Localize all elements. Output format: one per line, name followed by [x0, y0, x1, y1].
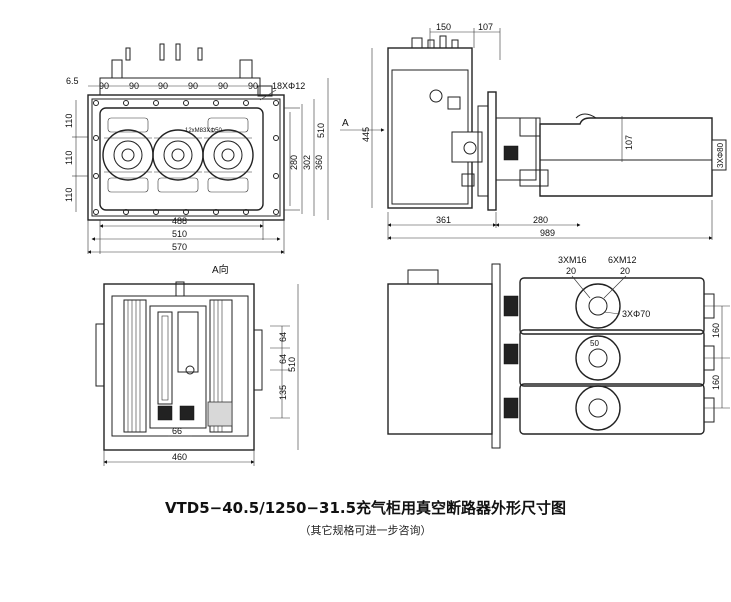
dim-6-5: 6.5 — [66, 76, 79, 86]
pole-1 — [102, 117, 154, 193]
flange-bolts — [93, 100, 279, 215]
dim-150: 150 — [436, 22, 451, 32]
dim-90-a: 90 — [99, 81, 109, 91]
dim-90-d: 90 — [188, 81, 198, 91]
callout-m12: 6XM12 — [608, 255, 637, 265]
dim-phi80: 3XΦ80 — [716, 142, 725, 168]
dim-510-right: 510 — [316, 123, 326, 138]
dim-107-right: 107 — [624, 135, 634, 150]
callout-depth-20-a: 20 — [566, 266, 576, 276]
dim-280: 280 — [289, 155, 299, 170]
nameplate-m8: 12xM8 — [185, 128, 204, 134]
front-view: A向 64 64 135 510 66 460 — [95, 263, 299, 466]
dim-280-side: 280 — [533, 215, 548, 225]
dim-989: 989 — [540, 228, 555, 238]
dim-160-b: 160 — [711, 375, 721, 390]
dim-510-bottom: 510 — [172, 229, 187, 239]
dim-left-110-a: 110 — [64, 114, 74, 128]
dim-90-e: 90 — [218, 81, 228, 91]
dim-66: 66 — [172, 426, 182, 436]
dim-510-front: 510 — [287, 357, 297, 372]
pole-3 — [202, 117, 254, 193]
dim-107-top: 107 — [478, 22, 493, 32]
dim-left-110-c: 110 — [64, 188, 74, 202]
dim-90-b: 90 — [129, 81, 139, 91]
dim-64-a: 64 — [278, 332, 288, 342]
callout-m16: 3XM16 — [558, 255, 587, 265]
rear-view: 3XM16 6XM12 20 20 3XΦ70 50 160 160 — [387, 255, 730, 449]
dim-160-a: 160 — [711, 323, 721, 338]
drawing-title: VTD5−40.5/1250−31.5充气柜用真空断路器外形尺寸图 — [164, 499, 567, 517]
nameplate-phi50: 3XΦ50 — [203, 128, 222, 134]
drawing-subtitle: （其它规格可进一步咨询） — [299, 524, 432, 537]
top-view: 6.5 90 90 90 90 90 90 18XΦ12 12xM8 3XΦ50… — [64, 43, 329, 254]
callout-depth-20-b: 20 — [620, 266, 630, 276]
pole-2 — [152, 129, 204, 193]
dim-90-c: 90 — [158, 81, 168, 91]
side-view: 150 107 445 A 107 3XΦ80 361 280 989 — [340, 22, 727, 240]
callout-50: 50 — [590, 339, 599, 348]
dim-445: 445 — [361, 127, 371, 142]
callout-phi70: 3XΦ70 — [622, 309, 650, 319]
view-label-a: A向 — [212, 263, 229, 276]
dim-361: 361 — [436, 215, 451, 225]
dim-570: 570 — [172, 242, 187, 252]
dim-left-110-b: 110 — [64, 151, 74, 165]
dim-holes: 18XΦ12 — [272, 81, 305, 91]
dim-135: 135 — [278, 385, 288, 400]
dim-90-f: 90 — [248, 81, 258, 91]
dim-460: 460 — [172, 452, 187, 462]
view-arrow-a: A — [342, 118, 349, 129]
dim-488: 488 — [172, 216, 187, 226]
dim-64-b: 64 — [278, 354, 288, 364]
dim-360: 360 — [314, 155, 324, 170]
dim-302: 302 — [302, 155, 312, 170]
